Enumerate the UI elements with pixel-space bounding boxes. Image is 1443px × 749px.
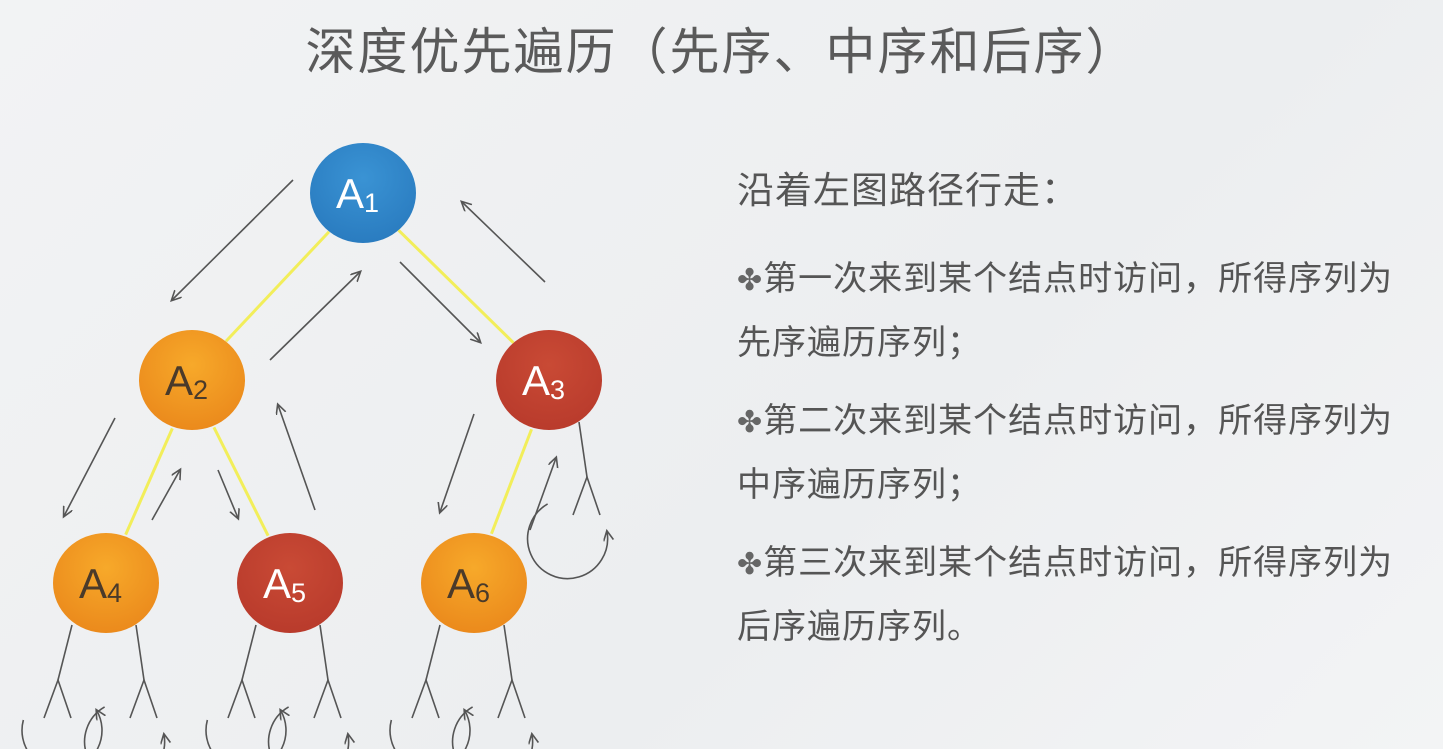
node-circle (421, 533, 527, 633)
null-fork-icon (313, 677, 342, 719)
null-child-A5-right (267, 624, 349, 749)
node-label: A3 (522, 357, 565, 405)
null-fork-icon (572, 474, 601, 516)
node-label: A1 (336, 170, 379, 218)
slide-title: 深度优先遍历（先序、中序和后序） (305, 23, 1138, 81)
rule-preorder: ✤第一次来到某个结点时访问，所得序列为先序遍历序列； (737, 248, 1427, 374)
node-circle (139, 330, 245, 430)
null-fork-icon (411, 677, 440, 719)
node-circle (53, 533, 159, 633)
node-circle (237, 533, 343, 633)
traversal-arrow (462, 202, 546, 283)
rule-inorder: ✤第二次来到某个结点时访问，所得序列为中序遍历序列； (737, 390, 1427, 516)
tree-edge (224, 230, 331, 343)
loop-arrow-icon (83, 706, 165, 749)
loop-arrow-icon (205, 710, 286, 749)
null-fork-icon (129, 677, 158, 719)
clover-bullet-icon: ✤ (737, 405, 764, 440)
tree-node-A2: A2 (139, 330, 245, 430)
tree-edge (124, 427, 174, 536)
loop-arrow-icon (21, 710, 102, 749)
clover-bullet-icon: ✤ (737, 263, 764, 298)
traversal-arrow (172, 179, 294, 300)
null-child-A5-left (205, 624, 286, 749)
explanation-panel: 沿着左图路径行走： ✤第一次来到某个结点时访问，所得序列为先序遍历序列； ✤第二… (737, 160, 1427, 674)
node-label: A6 (447, 560, 490, 608)
node-label: A5 (263, 560, 306, 608)
null-child-A6-right (451, 624, 533, 749)
null-child-A4-left (21, 624, 102, 749)
loop-arrow-icon (451, 706, 533, 749)
tree-node-A4: A4 (53, 533, 159, 633)
tree-node-A1: A1 (310, 143, 416, 243)
tree-edge (212, 426, 270, 537)
loop-arrow-icon (526, 503, 608, 580)
traversal-arrow (529, 458, 556, 531)
traversal-arrow (278, 405, 316, 511)
traversal-arrow (217, 469, 238, 518)
rule-postorder: ✤第三次来到某个结点时访问，所得序列为后序遍历序列。 (737, 532, 1427, 658)
node-circle (310, 143, 416, 243)
null-fork-icon (43, 677, 72, 719)
traversal-arrow (151, 470, 180, 521)
traversal-arrow (64, 417, 116, 516)
intro-text: 沿着左图路径行走： (737, 169, 1079, 212)
traversal-arrow (440, 413, 475, 512)
null-child-A6-left (389, 624, 470, 749)
null-fork-icon (227, 677, 256, 719)
node-label: A2 (165, 357, 208, 405)
traversal-arrow (269, 272, 360, 361)
tree-edge (490, 428, 533, 535)
tree-node-A3: A3 (496, 330, 602, 430)
null-fork-icon (497, 677, 526, 719)
loop-arrow-icon (267, 706, 349, 749)
null-child-A4-right (83, 624, 165, 749)
rule-text: 第三次来到某个结点时访问，所得序列为后序遍历序列。 (737, 543, 1394, 647)
null-child-A3-right (526, 421, 608, 580)
rule-text: 第二次来到某个结点时访问，所得序列为中序遍历序列； (737, 401, 1394, 505)
loop-arrow-icon (389, 710, 470, 749)
traversal-arrow (399, 261, 480, 342)
tree-node-A6: A6 (421, 533, 527, 633)
node-label: A4 (79, 560, 122, 608)
clover-bullet-icon: ✤ (737, 547, 764, 582)
tree-edge (397, 229, 515, 344)
tree-node-A5: A5 (237, 533, 343, 633)
node-circle (496, 330, 602, 430)
rule-text: 第一次来到某个结点时访问，所得序列为先序遍历序列； (737, 259, 1394, 363)
